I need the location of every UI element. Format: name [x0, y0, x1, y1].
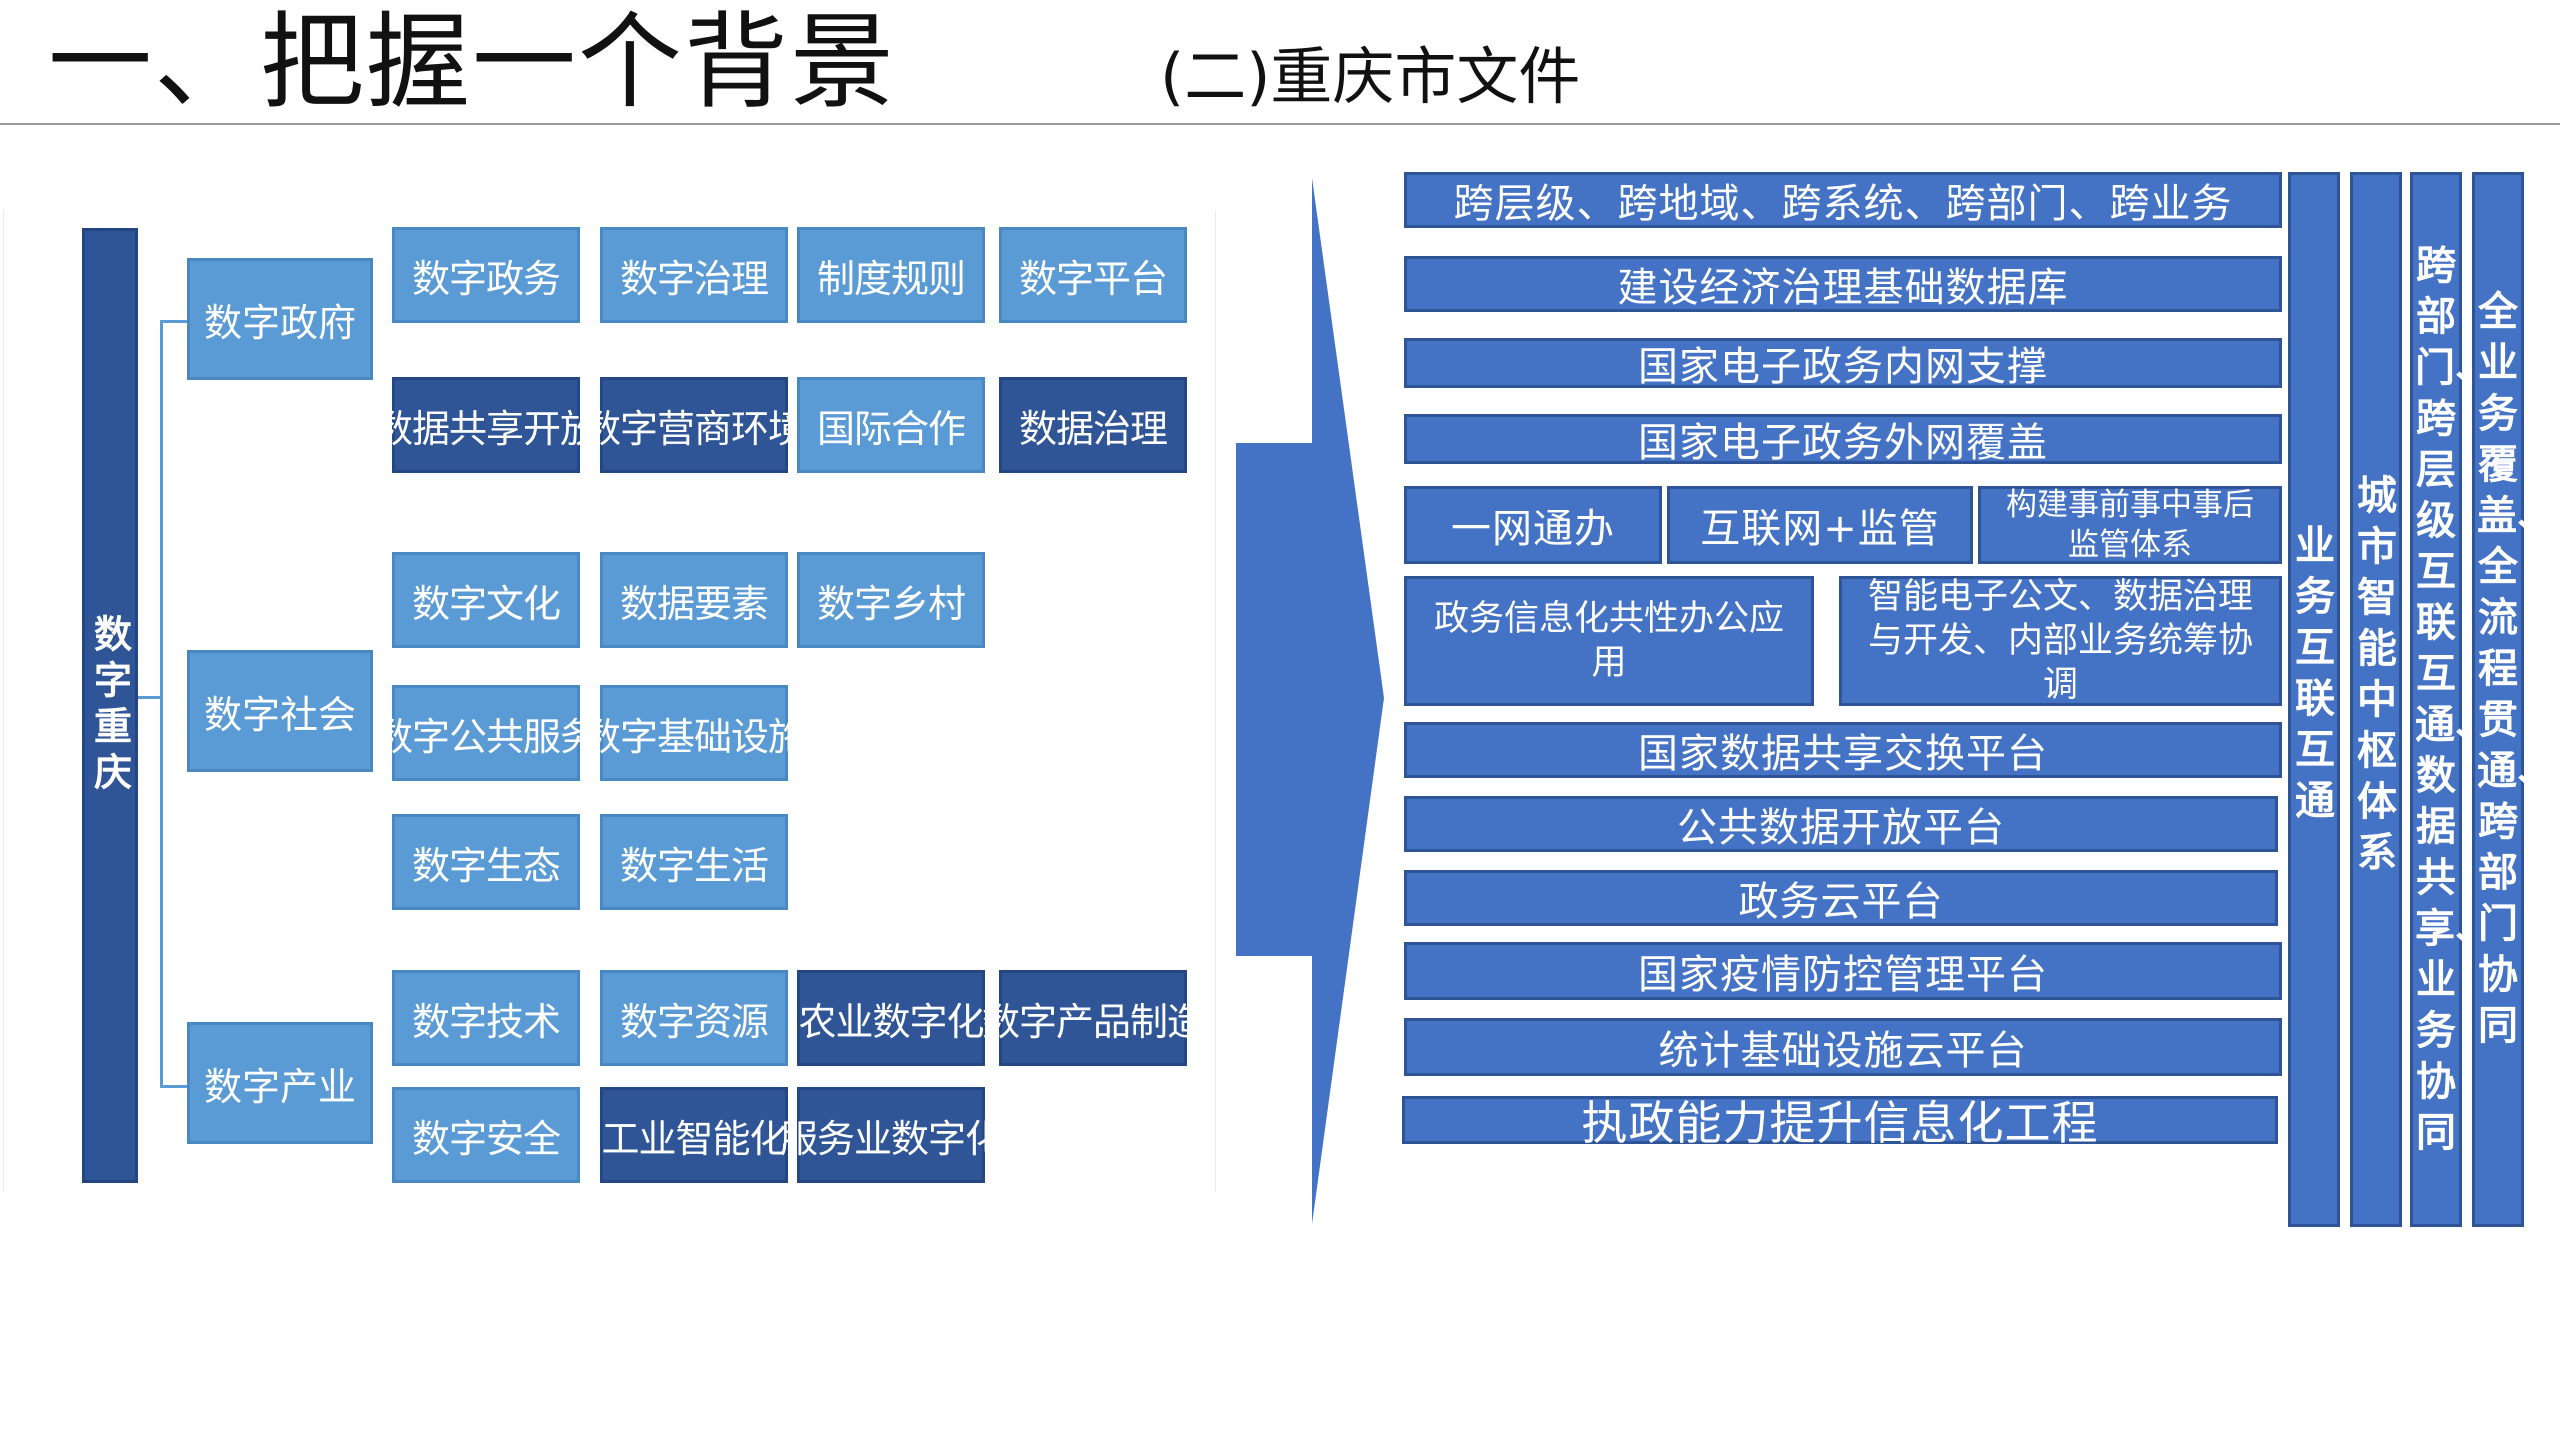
item-digital-affairs: 数字政务: [392, 227, 580, 323]
right-arrow-icon: [1236, 178, 1384, 1224]
row-one-network-service: 一网通办: [1404, 486, 1662, 564]
item-digital-resources: 数字资源: [600, 970, 788, 1066]
item-agri-digitalization: 农业数字化: [797, 970, 985, 1066]
root-connector: [138, 696, 162, 699]
row-data-exchange-platform: 国家数据共享交换平台: [1404, 722, 2282, 778]
column-label: 城市智能中枢体系: [2357, 473, 2397, 876]
item-digital-life: 数字生活: [600, 814, 788, 910]
row-statistics-cloud: 统计基础设施云平台: [1404, 1018, 2282, 1076]
column-city-hub: 城市智能中枢体系: [2350, 172, 2402, 1227]
arrow-shape: [1236, 178, 1384, 1224]
row-governance-capability: 执政能力提升信息化工程: [1402, 1096, 2278, 1150]
item-digital-ecology: 数字生态: [392, 814, 580, 910]
row-supervision-system: 构建事前事中事后监管体系: [1978, 486, 2282, 564]
row-intranet-support: 国家电子政务内网支撑: [1404, 338, 2282, 390]
column-label: 全业务覆盖、全流程贯通、跨部门协同: [2477, 289, 2557, 1049]
item-product-manufacturing: 数字产品制造: [982, 970, 1205, 1066]
item-data-governance: 数据治理: [999, 377, 1187, 473]
item-infrastructure: 数字基础设施: [583, 685, 806, 781]
root-label: 数字重庆: [87, 613, 132, 798]
header-divider: [0, 123, 2560, 125]
row-gov-cloud: 政务云平台: [1404, 870, 2278, 926]
item-digital-technology: 数字技术: [392, 970, 580, 1066]
item-data-elements: 数据要素: [600, 552, 788, 648]
item-digital-security: 数字安全: [392, 1087, 580, 1183]
item-rules: 制度规则: [797, 227, 985, 323]
category-connector: [160, 320, 190, 1088]
row-office-applications: 政务信息化共性办公应用: [1404, 576, 1814, 706]
row-smart-documents: 智能电子公文、数据治理与开发、内部业务统筹协调: [1839, 576, 2282, 706]
item-digital-village: 数字乡村: [797, 552, 985, 648]
category-digital-government: 数字政府: [187, 258, 373, 380]
column-label: 业务互联互通: [2295, 523, 2335, 824]
column-cross-department: 跨部门、跨层级互联互通、数据共享、业务协同: [2410, 172, 2495, 1227]
item-industrial-intelligence: 工业智能化: [600, 1087, 788, 1183]
column-label: 跨部门、跨层级互联互通、数据共享、业务协同: [2415, 243, 2495, 1156]
item-data-sharing: 数据共享开放: [375, 377, 598, 473]
slide-subtitle: (二)重庆市文件: [1160, 40, 1581, 113]
item-digital-culture: 数字文化: [392, 552, 580, 648]
column-business-interconnection: 业务互联互通: [2288, 172, 2340, 1227]
row-extranet-coverage: 国家电子政务外网覆盖: [1404, 414, 2282, 466]
category-digital-society: 数字社会: [187, 650, 373, 772]
digital-chongqing-chart: 数字重庆 数字政府 数字社会 数字产业 数字政务 数字治理 制度规则 数字平台 …: [3, 210, 1216, 1192]
row-open-data-platform: 公共数据开放平台: [1404, 796, 2278, 852]
column-full-coverage: 全业务覆盖、全流程贯通、跨部门协同: [2472, 172, 2557, 1227]
category-digital-industry: 数字产业: [187, 1022, 373, 1144]
item-international-cooperation: 国际合作: [797, 377, 985, 473]
row-economic-database: 建设经济治理基础数据库: [1404, 256, 2282, 312]
item-digital-governance: 数字治理: [600, 227, 788, 323]
row-epidemic-platform: 国家疫情防控管理平台: [1404, 942, 2282, 1000]
item-public-services: 数字公共服务: [375, 685, 598, 781]
root-node: 数字重庆: [82, 228, 138, 1183]
item-business-environment: 数字营商环境: [583, 377, 806, 473]
item-digital-platform: 数字平台: [999, 227, 1187, 323]
row-cross-level: 跨层级、跨地域、跨系统、跨部门、跨业务: [1404, 172, 2282, 228]
item-service-digitalization: 服务业数字化: [780, 1087, 1003, 1183]
slide-title: 一、把握一个背景: [48, 1, 897, 123]
row-internet-supervision: 互联网+监管: [1667, 486, 1973, 564]
